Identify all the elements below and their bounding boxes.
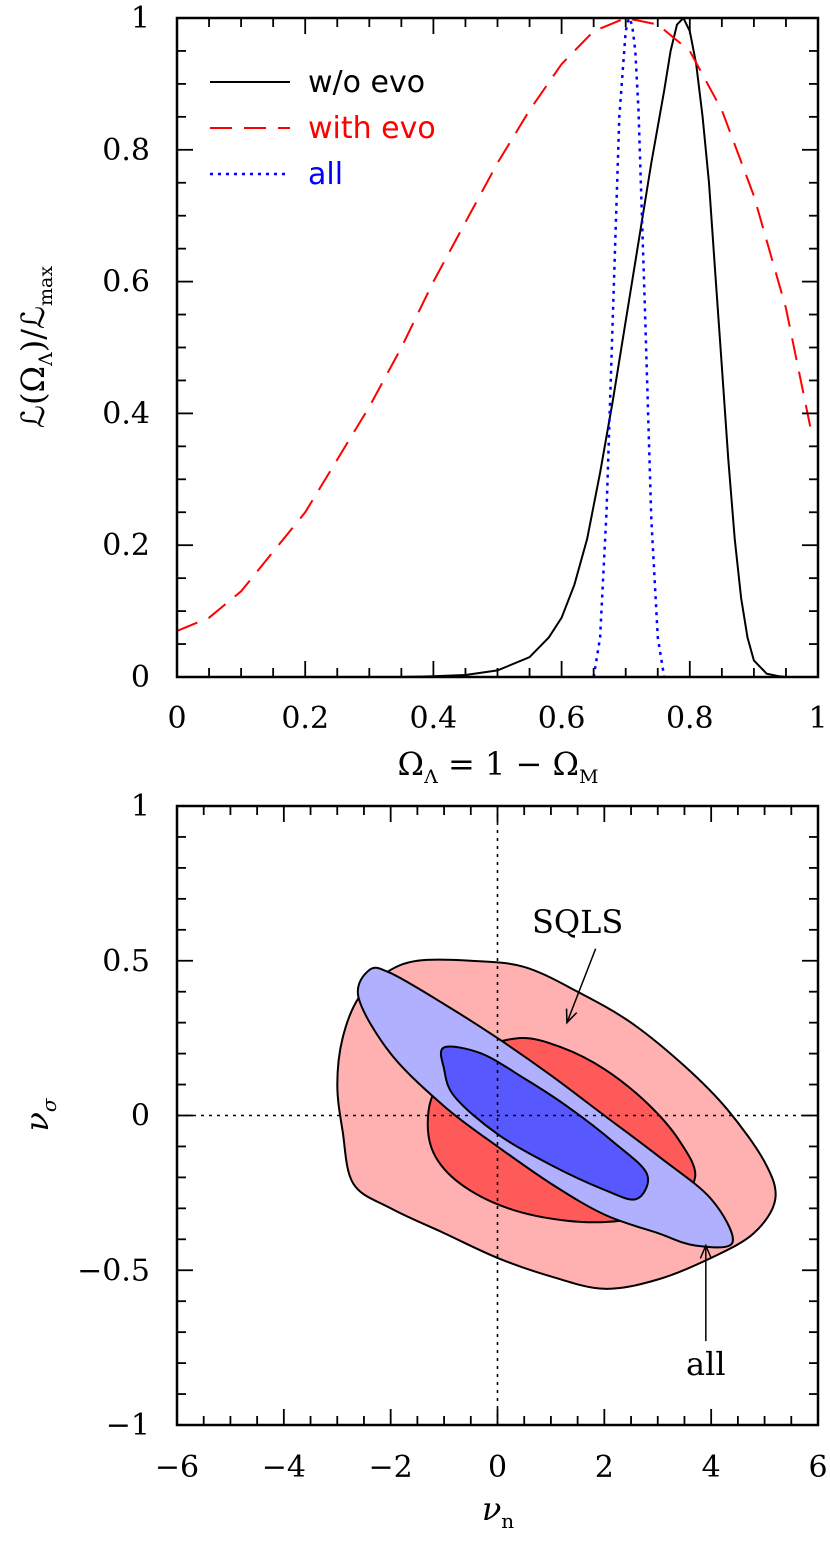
x-tick-label: −4 (262, 1450, 306, 1485)
y-tick-label: 0.6 (102, 265, 150, 300)
annotation-arrowhead (699, 1243, 712, 1259)
annotation-sqls: SQLS (532, 903, 623, 941)
legend-label-with-evo: with evo (308, 111, 436, 146)
series-line-all (592, 18, 666, 677)
x-tick-label: 0.2 (281, 701, 329, 736)
contour-all-inner (439, 1045, 649, 1201)
likelihood-legend: w/o evo with evo all (210, 65, 436, 192)
annotation-arrow (566, 948, 597, 1023)
x-tick-label: −6 (155, 1450, 199, 1485)
nu-contour-panel: −6 −4 −2 0 2 4 6 −1 −0.5 0 0.5 1 SQLS all νn νσ (18, 789, 828, 1533)
legend-label-all: all (308, 157, 343, 192)
likelihood-plot-frame (175, 16, 820, 679)
y-tick-label: 0.8 (102, 133, 150, 168)
y-tick-label: 0 (131, 660, 150, 695)
y-tick-label: 0.2 (102, 528, 150, 563)
contour-x-axis-label: νn (482, 1490, 514, 1533)
x-tick-label: −2 (369, 1450, 413, 1485)
series-line-with-evo (177, 18, 813, 632)
contour-y-axis-label: νσ (18, 1097, 61, 1131)
x-tick-label: 2 (595, 1450, 614, 1485)
y-tick-label: 0.4 (102, 396, 150, 431)
y-tick-label: −0.5 (77, 1253, 150, 1288)
x-tick-label: 0.8 (666, 701, 714, 736)
x-tick-label: 0.6 (538, 701, 586, 736)
y-tick-label: 1 (131, 789, 150, 824)
y-tick-label: −1 (106, 1408, 150, 1443)
x-tick-label: 0.4 (410, 701, 458, 736)
legend-label-wo-evo: w/o evo (308, 65, 425, 100)
x-tick-label: 0 (167, 701, 186, 736)
likelihood-y-axis-label: ℒ(ΩΛ)/ℒmax (14, 266, 57, 428)
annotation-arrowhead (565, 1008, 578, 1025)
x-tick-label: 6 (808, 1450, 827, 1485)
x-tick-label: 4 (702, 1450, 721, 1485)
x-tick-label: 1 (808, 701, 827, 736)
y-tick-label: 0 (131, 1099, 150, 1134)
x-tick-label: 0 (488, 1450, 507, 1485)
series-line-w-o-evo (401, 18, 787, 677)
annotation-all: all (686, 1345, 726, 1383)
y-tick-label: 1 (131, 1, 150, 36)
likelihood-panel: 0 0.2 0.4 0.6 0.8 1 0 0.2 0.4 0.6 0.8 1 ΩΛ = 1 − ΩM… (14, 1, 828, 788)
likelihood-x-axis-label: ΩΛ = 1 − ΩM (398, 745, 599, 788)
y-tick-label: 0.5 (102, 944, 150, 979)
